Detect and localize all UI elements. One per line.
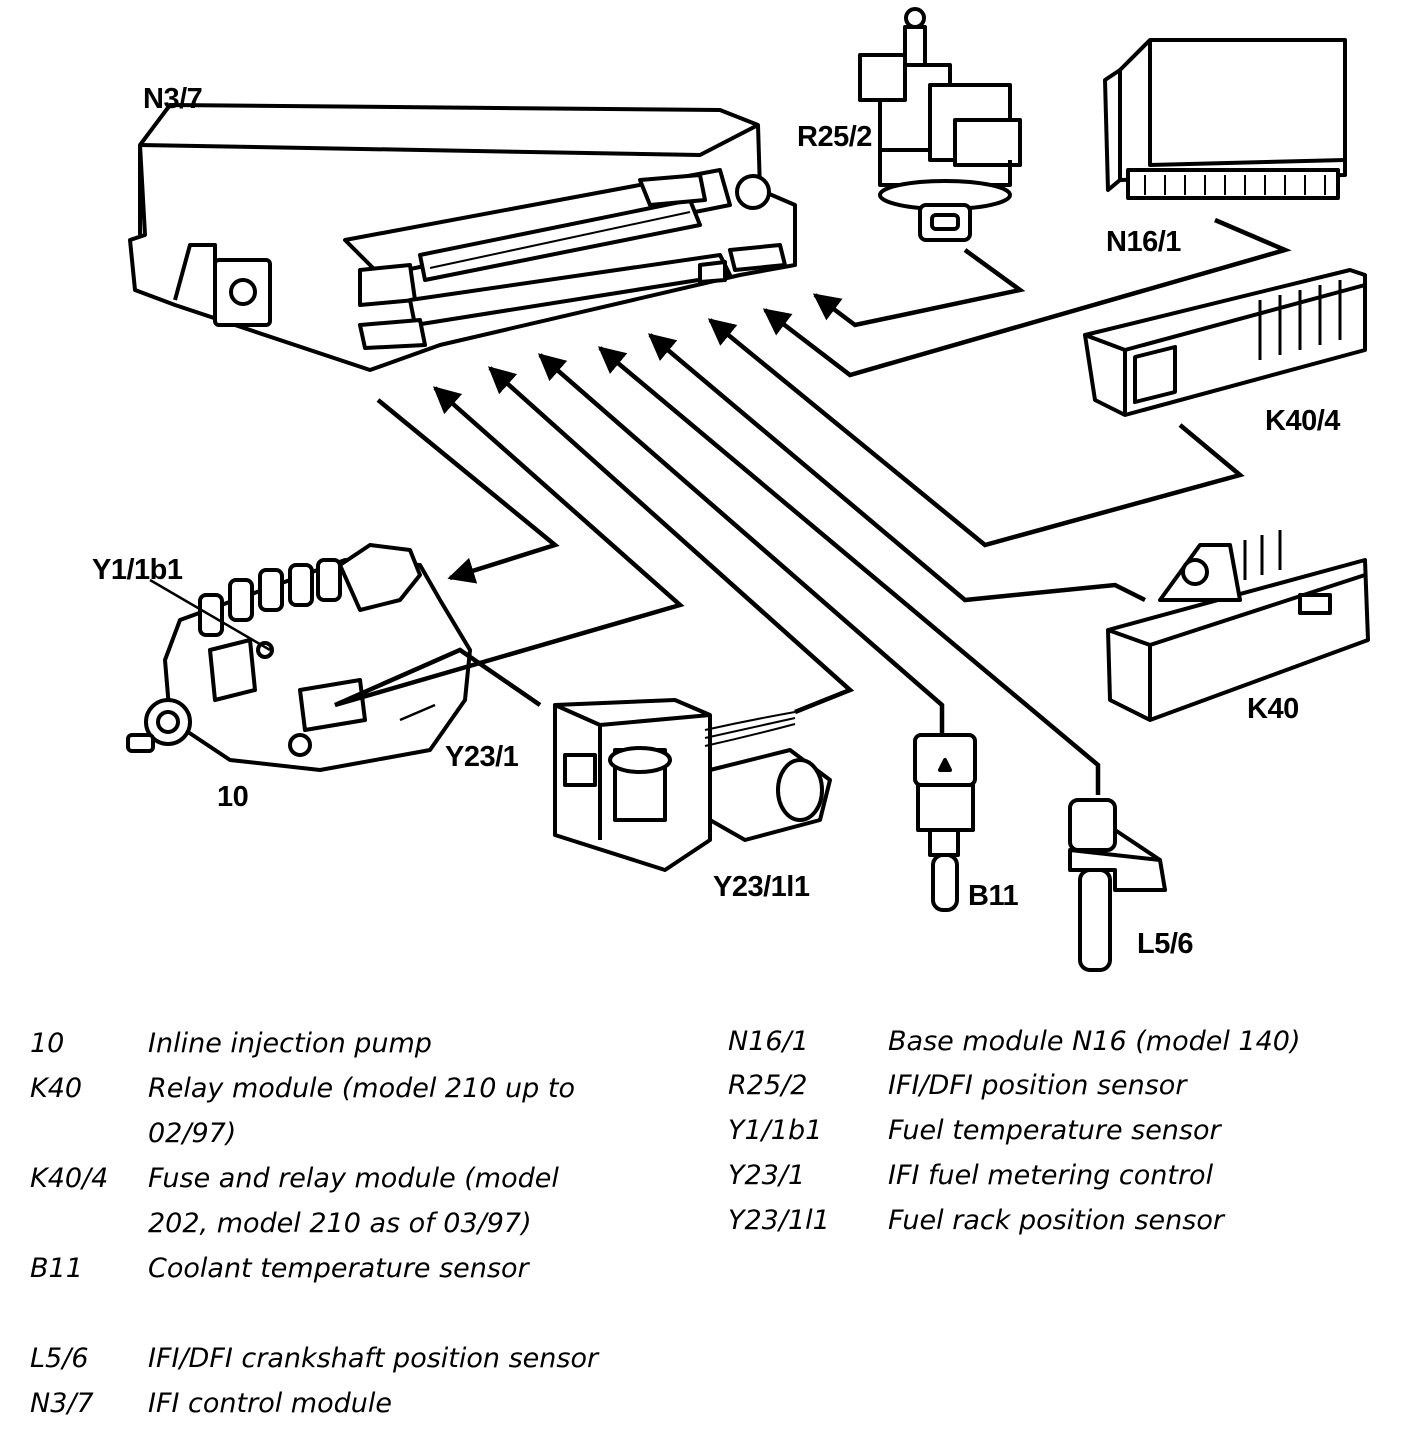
base-module-icon	[1103, 38, 1347, 200]
legend-description: 02/97)	[148, 1118, 237, 1149]
rack-position-sensor-icon	[553, 698, 832, 872]
legend-description: Inline injection pump	[148, 1028, 432, 1059]
callout-Y23-1l1: Y23/1l1	[713, 871, 810, 903]
legend-description: IFI fuel metering control	[888, 1160, 1214, 1191]
legend-code: Y23/1	[728, 1160, 806, 1191]
legend-description: IFI/DFI crankshaft position sensor	[148, 1343, 599, 1374]
callout-10: 10	[217, 781, 249, 813]
control-module-housing-icon	[128, 103, 797, 372]
component-legend: 10 Inline injection pump K40 Relay modul…	[0, 1020, 1408, 1438]
legend-code: B11	[30, 1253, 83, 1284]
legend-code: 10	[30, 1028, 65, 1059]
legend-code: K40	[30, 1073, 83, 1104]
callout-N16-1: N16/1	[1106, 226, 1181, 258]
callout-Y23-1: Y23/1	[445, 741, 519, 773]
wiring-diagram: N3/7 R25/2 N16/1 K40/4 K40 Y1/1b1 10 Y23…	[92, 7, 1370, 972]
callout-B11: B11	[968, 880, 1019, 912]
callout-L5-6: L5/6	[1137, 928, 1194, 960]
legend-code: N3/7	[30, 1388, 94, 1419]
relay-module-icon	[1106, 530, 1370, 722]
callout-Y1-1b1: Y1/1b1	[92, 554, 183, 586]
legend-code: K40/4	[30, 1163, 109, 1194]
legend-code: N16/1	[728, 1026, 809, 1057]
legend-description: Base module N16 (model 140)	[888, 1026, 1301, 1057]
legend-description: IFI control module	[148, 1388, 392, 1419]
legend-description: Coolant temperature sensor	[148, 1253, 529, 1284]
legend-description: Fuel temperature sensor	[888, 1115, 1221, 1146]
legend-description: Relay module (model 210 up to	[148, 1073, 575, 1104]
wiring-lines	[149, 217, 1292, 795]
fuse-relay-module-icon	[1083, 268, 1367, 417]
legend-description: Fuse and relay module (model	[148, 1163, 559, 1194]
legend-description: Fuel rack position sensor	[888, 1205, 1224, 1236]
coolant-sensor-icon	[913, 733, 977, 912]
diagram-svg	[126, 7, 1370, 972]
legend-description: 202, model 210 as of 03/97)	[148, 1208, 532, 1239]
legend-code: R25/2	[728, 1070, 808, 1101]
legend-description: IFI/DFI position sensor	[888, 1070, 1187, 1101]
legend-code: Y23/1l1	[728, 1205, 830, 1236]
callout-N3-7: N3/7	[143, 83, 203, 115]
injection-pump-icon	[126, 543, 472, 772]
crankshaft-sensor-icon	[1068, 798, 1167, 972]
callout-R25-2: R25/2	[797, 121, 872, 153]
callout-K40: K40	[1247, 693, 1299, 725]
callout-K40-4: K40/4	[1265, 405, 1340, 437]
legend-code: L5/6	[30, 1343, 89, 1374]
legend-code: Y1/1b1	[728, 1115, 823, 1146]
position-sensor-icon	[858, 7, 1022, 242]
